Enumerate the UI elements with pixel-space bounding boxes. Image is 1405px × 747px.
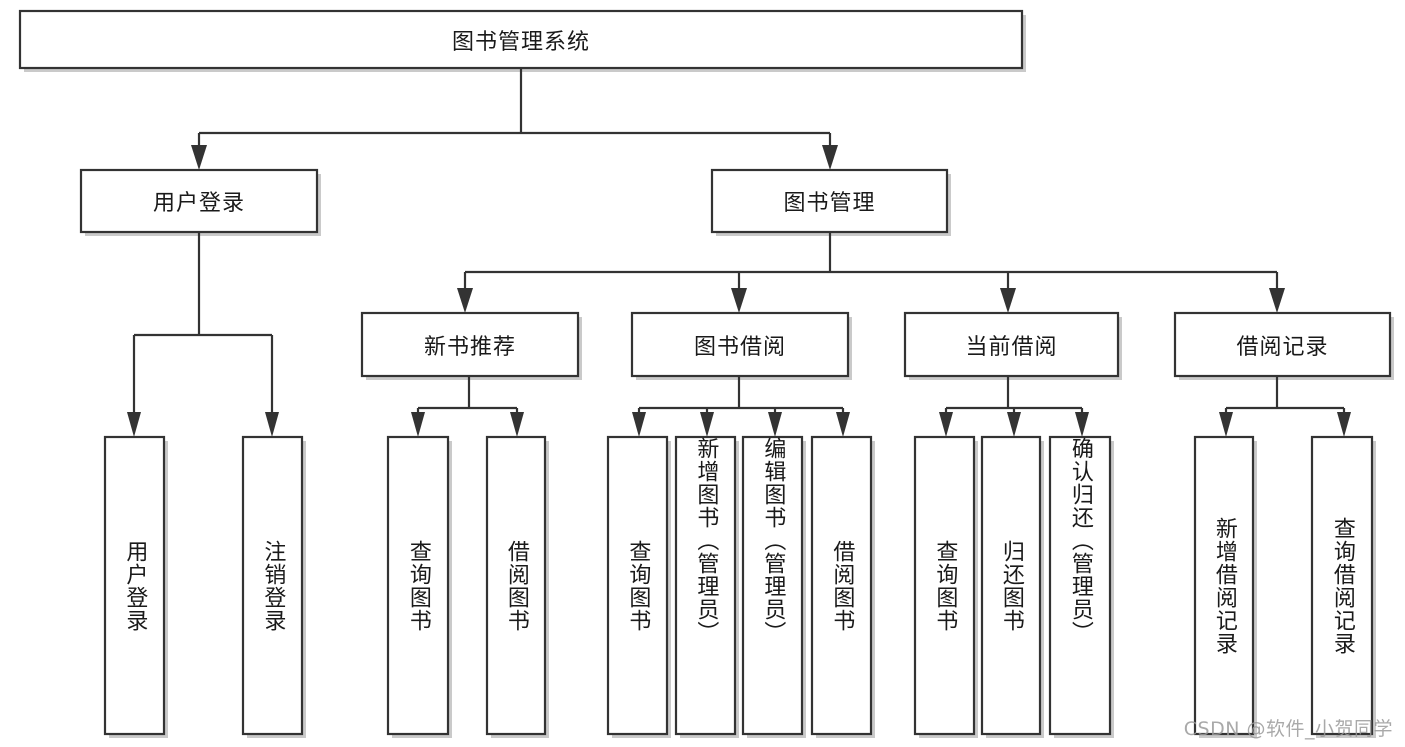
arrowhead-borrow-record <box>1269 288 1285 313</box>
arrowhead-br-add-record <box>1219 412 1233 437</box>
arrowhead-current-borrow <box>1000 288 1016 313</box>
arrowhead-bb-edit-book <box>768 412 782 437</box>
arrowhead-bb-add-book <box>700 412 714 437</box>
box-layer <box>18 9 1392 736</box>
arrowhead-nbr-borrow-book <box>510 412 524 437</box>
node-box-root[interactable] <box>18 9 1024 70</box>
csdn-watermark: CSDN @软件_小贺同学 <box>1183 718 1393 740</box>
arrowhead-leaf-user-login <box>127 412 141 437</box>
arrowhead-book-manage <box>822 145 838 170</box>
node-box-leaf-nbr-query-book[interactable] <box>386 435 450 736</box>
arrowhead-cb-confirm-return <box>1075 412 1089 437</box>
node-box-leaf-bb-query-book[interactable] <box>606 435 669 736</box>
connector-layer <box>127 68 1351 437</box>
node-box-leaf-user-login[interactable] <box>103 435 166 736</box>
arrowhead-leaf-logout <box>265 412 279 437</box>
node-box-leaf-br-query-record[interactable] <box>1310 435 1374 736</box>
arrowhead-user-login <box>191 145 207 170</box>
arrowhead-nbr-query-book <box>411 412 425 437</box>
arrowhead-new-book-recommend <box>457 288 473 313</box>
node-box-new-book-recommend[interactable] <box>360 311 580 378</box>
node-box-leaf-bb-add-book[interactable] <box>674 435 737 736</box>
arrowhead-cb-query-book <box>939 412 953 437</box>
node-box-user-login[interactable] <box>79 168 319 234</box>
node-box-leaf-cb-query-book[interactable] <box>913 435 976 736</box>
node-box-leaf-br-add-record[interactable] <box>1193 435 1255 736</box>
arrowhead-bb-borrow-book <box>836 412 850 437</box>
arrowhead-cb-return-book <box>1007 412 1021 437</box>
node-box-book-borrow[interactable] <box>630 311 850 378</box>
arrowhead-book-borrow <box>731 288 747 313</box>
arrowhead-bb-query-book <box>632 412 646 437</box>
node-box-leaf-nbr-borrow-book[interactable] <box>485 435 547 736</box>
arrowhead-br-query-record <box>1337 412 1351 437</box>
node-box-leaf-cb-confirm-return[interactable] <box>1048 435 1112 736</box>
node-box-book-manage[interactable] <box>710 168 949 234</box>
node-box-leaf-bb-edit-book[interactable] <box>741 435 804 736</box>
node-box-current-borrow[interactable] <box>903 311 1120 378</box>
node-box-borrow-record[interactable] <box>1173 311 1392 378</box>
node-box-leaf-logout[interactable] <box>241 435 304 736</box>
node-box-leaf-cb-return-book[interactable] <box>980 435 1042 736</box>
node-box-leaf-bb-borrow-book[interactable] <box>810 435 873 736</box>
